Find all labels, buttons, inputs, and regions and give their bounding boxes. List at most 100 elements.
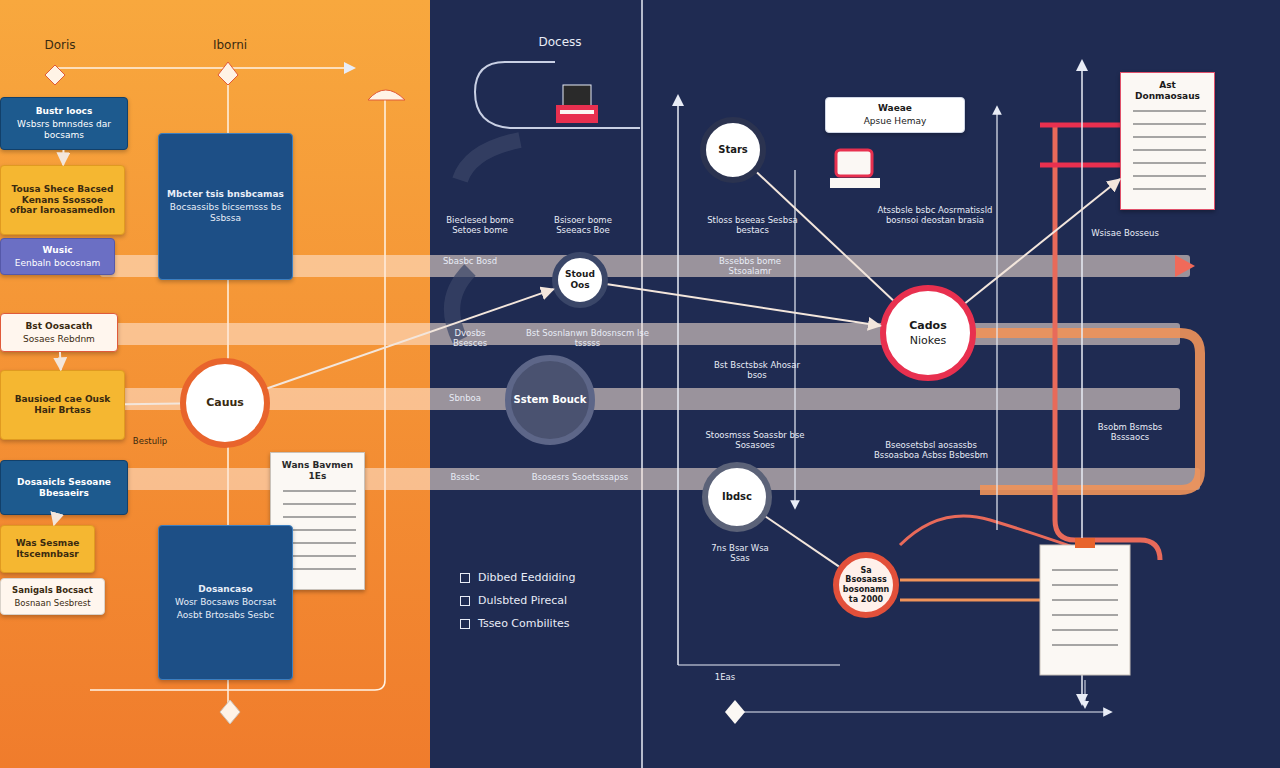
circle-shape xyxy=(508,358,592,442)
note-label: Doris xyxy=(30,38,90,52)
node-text: Sanigals Bocsact xyxy=(12,585,93,595)
text-line xyxy=(283,568,356,570)
node-text-box: CadosNiokes xyxy=(880,285,976,381)
note-label: Bieclesed bome Setoes bome xyxy=(440,215,520,235)
node-text: Bausioed cae Ousk Hair Brtass xyxy=(7,394,118,416)
node-text: Waeae xyxy=(878,103,912,114)
flow-connector xyxy=(965,179,1120,303)
node-text: Dosaaicls Sesoane Bbesaeirs xyxy=(7,477,121,499)
node-text-box: WusicEenbaln bocosnam xyxy=(1,239,114,274)
node-text-box: Ibdsc xyxy=(702,462,772,532)
flow-connector xyxy=(268,289,554,388)
pipe xyxy=(975,333,1200,490)
wire-line xyxy=(475,62,640,128)
wire-line xyxy=(678,664,840,665)
node-text: Eenbaln bocosnam xyxy=(15,258,101,269)
red-bar xyxy=(1040,125,1120,165)
node-text: Wosr Bocsaws Bocrsat xyxy=(175,597,276,608)
shadow-arc xyxy=(452,140,520,340)
node-text: Bustr loocs xyxy=(36,106,93,117)
diamond-marker xyxy=(220,700,240,724)
process-circle: Stars xyxy=(700,117,766,183)
node-text-box: Stoud Oos xyxy=(552,252,608,308)
process-box: Sanigals BocsactBosnaan Sesbrest xyxy=(0,578,105,615)
circle-shape xyxy=(703,120,763,180)
node-text: Apsue Hemay xyxy=(864,116,927,127)
node-text: Wsbsrs bmnsdes dar bocsams xyxy=(7,119,121,141)
document-node: Ast Donmaosaus xyxy=(1120,72,1215,210)
note-label: Sbasbc Bosd xyxy=(440,256,500,266)
flow-bands xyxy=(100,255,1200,490)
text-line xyxy=(283,555,356,557)
text-line xyxy=(283,516,356,518)
node-text-box: Tousa Shece Bacsed Kenans Ssossoe ofbar … xyxy=(1,166,124,234)
text-line xyxy=(283,529,356,531)
node-text: Cauus xyxy=(206,396,244,409)
document-icon xyxy=(1040,538,1130,675)
legend-text: Dibbed Eeddiding xyxy=(478,571,575,584)
flow-connector xyxy=(59,352,62,370)
node-text: Sstem Bouck xyxy=(514,394,587,406)
note-label: Bst Bsctsbsk Ahosar bsos xyxy=(712,360,802,380)
cone-marker xyxy=(368,90,405,100)
band-arrowhead xyxy=(1175,255,1195,277)
note-label: Bseosetsbsl aosassbs Bssoasboa Asbss Bsb… xyxy=(866,440,996,460)
node-text: Dosancaso xyxy=(198,584,252,595)
node-text: Sosaes Rebdnm xyxy=(23,334,95,345)
note-label: Atssbsle bsbc Aosrmatissld bosnsoi deost… xyxy=(870,205,1000,225)
process-box: Bustr loocsWsbsrs bmnsdes dar bocsams xyxy=(0,97,128,150)
flow-connector xyxy=(62,150,64,165)
node-text-box: Cauus xyxy=(180,358,270,448)
text-line xyxy=(1133,136,1206,138)
node-text-box: Sa Bsosaass bosonamn ta 2000 xyxy=(833,552,899,618)
node-text-box: Bst OosacathSosaes Rebdnm xyxy=(1,314,117,351)
orange-panel xyxy=(0,0,430,768)
flow-connector xyxy=(54,515,57,525)
process-box: Mbcter tsis bnsbcamasBocsassibs bicsemss… xyxy=(158,133,293,280)
flow-connector xyxy=(766,517,839,567)
flow-connector xyxy=(125,403,180,406)
node-text-box: Sstem Bouck xyxy=(500,355,600,445)
diamond-marker xyxy=(725,700,745,724)
process-box: Tousa Shece Bacsed Kenans Ssossoe ofbar … xyxy=(0,165,125,235)
legend-text: Dulsbted Pirecal xyxy=(478,594,567,607)
axis-arrow xyxy=(996,110,997,530)
node-text: Sa Bsosaass bosonamn ta 2000 xyxy=(839,566,893,604)
axis-arrow xyxy=(677,100,679,665)
diamond-marker xyxy=(218,62,238,85)
text-line xyxy=(283,490,356,492)
text-line xyxy=(1133,123,1206,125)
diamond-marker xyxy=(45,65,65,85)
node-text-box: WaeaeApsue Hemay xyxy=(826,98,964,132)
circle-shape xyxy=(555,255,605,305)
process-box: WaeaeApsue Hemay xyxy=(825,97,965,133)
legend-item: Dulsbted Pirecal xyxy=(460,594,567,607)
note-label: Bsssbc xyxy=(440,472,490,482)
legend-swatch xyxy=(460,596,470,606)
node-text-box: Sanigals BocsactBosnaan Sesbrest xyxy=(1,579,104,614)
node-text-box: Mbcter tsis bnsbcamasBocsassibs bicsemss… xyxy=(159,134,292,279)
note-label: Stoosmsss Soassbr bse Sosasoes xyxy=(700,430,810,450)
process-circle: Ibdsc xyxy=(702,462,772,532)
process-box: Bst OosacathSosaes Rebdnm xyxy=(0,313,118,352)
note-label: Wsisae Bosseus xyxy=(1090,228,1160,238)
process-circle: CadosNiokes xyxy=(880,285,976,381)
process-circle: Sstem Bouck xyxy=(500,355,600,445)
node-text: Tousa Shece Bacsed Kenans Ssossoe ofbar … xyxy=(7,184,118,216)
divider-line xyxy=(641,0,643,768)
node-text: Bst Oosacath xyxy=(25,321,92,332)
node-text: Mbcter tsis bnsbcamas xyxy=(167,189,284,200)
process-circle: Stoud Oos xyxy=(552,252,608,308)
node-text-box: Bustr loocsWsbsrs bmnsdes dar bocsams xyxy=(1,98,127,149)
node-text: Cados xyxy=(909,319,946,332)
note-label: Bestulip xyxy=(120,436,180,446)
node-text: Was Sesmae Itscemnbasr xyxy=(7,538,88,560)
process-box: Dosaaicls Sesoane Bbesaeirs xyxy=(0,460,128,515)
node-text: Stoud Oos xyxy=(558,269,602,291)
text-line xyxy=(1133,110,1206,112)
process-box: Bausioed cae Ousk Hair Brtass xyxy=(0,370,125,440)
